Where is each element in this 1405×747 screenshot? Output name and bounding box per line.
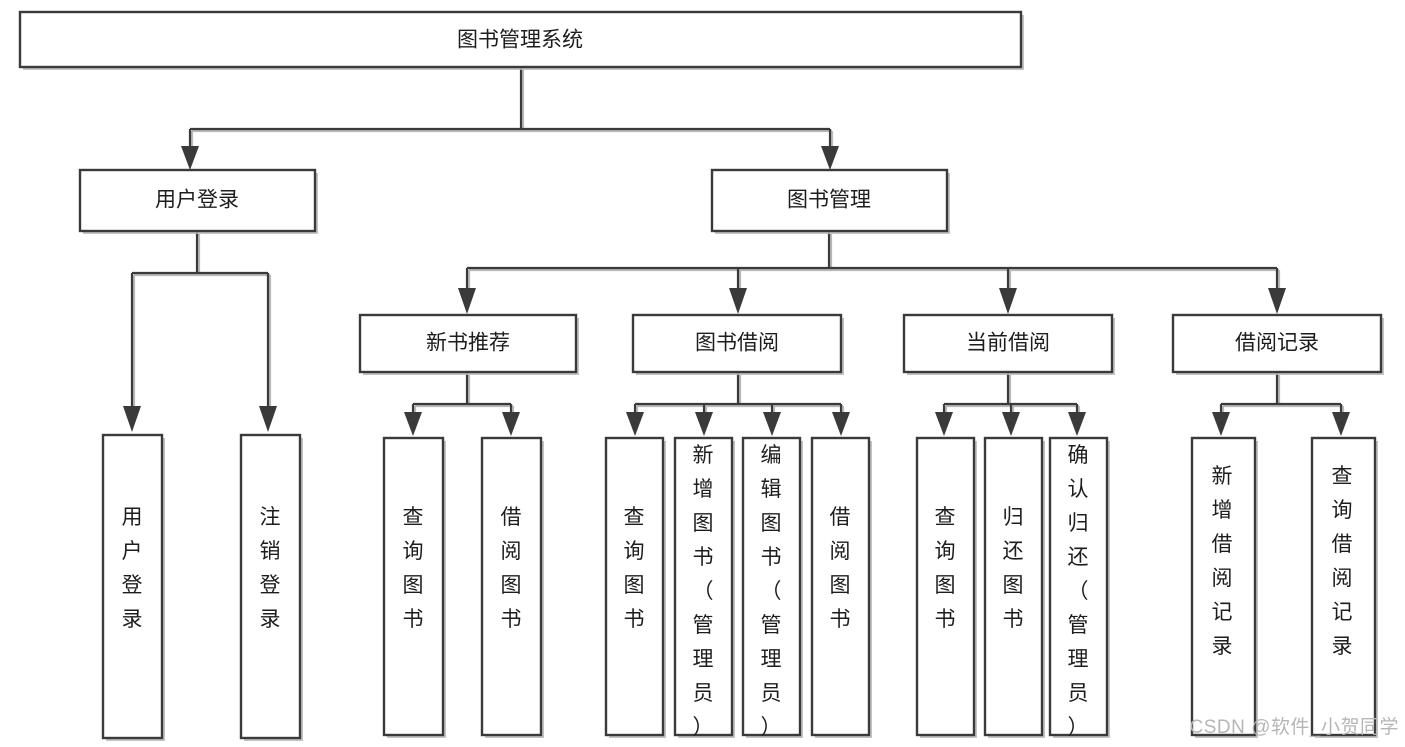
arrow-head-icon — [729, 288, 747, 314]
node-leaf-add-book-label: 新增图书（管理员） — [693, 444, 714, 739]
arrow-head-icon — [1002, 412, 1020, 436]
node-root-label: 图书管理系统 — [457, 29, 583, 52]
node-leaf-borrow-book-1-label: 借阅图书 — [501, 506, 522, 631]
arrow-head-icon — [458, 288, 476, 314]
node-book-manage[interactable]: 图书管理 — [710, 168, 950, 234]
connector-userlogin-to-leaves — [123, 232, 277, 432]
arrow-head-icon — [259, 406, 277, 432]
node-leaf-user-login-label: 用户登录 — [122, 506, 143, 631]
node-leaf-edit-book-label: 编辑图书（管理员） — [761, 444, 782, 739]
arrow-head-icon — [1268, 288, 1286, 314]
arrow-head-icon — [821, 146, 839, 170]
node-current-borrow-label: 当前借阅 — [966, 332, 1050, 355]
connector-layer — [123, 68, 1350, 436]
node-borrow-record-label: 借阅记录 — [1235, 332, 1319, 355]
csdn-watermark: CSDN @软件_小贺同学 — [1189, 717, 1399, 738]
node-leaf-borrow-book-2-label: 借阅图书 — [830, 506, 851, 631]
node-root[interactable]: 图书管理系统 — [18, 10, 1024, 70]
arrow-head-icon — [626, 412, 644, 436]
node-current-borrow[interactable]: 当前借阅 — [902, 313, 1115, 375]
node-leaf-return-book[interactable]: 归还图书 — [983, 436, 1045, 738]
node-leaf-query-book-1-label: 查询图书 — [403, 506, 424, 631]
node-leaf-borrow-book-2[interactable]: 借阅图书 — [810, 436, 872, 738]
node-leaf-confirm-return[interactable]: 确认归还（管理员） — [1048, 436, 1110, 739]
connector-shadow-layer — [132, 70, 1345, 427]
arrow-head-icon — [404, 412, 422, 436]
connector-bookborrow-to-leaves — [626, 373, 850, 436]
node-leaf-query-book-2[interactable]: 查询图书 — [604, 436, 666, 738]
node-leaf-query-record[interactable]: 查询借阅记录 — [1310, 436, 1378, 738]
connector-root-to-level2 — [181, 68, 839, 170]
node-leaf-user-logout[interactable]: 注销登录 — [239, 433, 303, 741]
node-leaf-return-book-label: 归还图书 — [1003, 506, 1024, 631]
node-leaf-query-book-3[interactable]: 查询图书 — [915, 436, 977, 738]
node-leaf-borrow-book-1[interactable]: 借阅图书 — [480, 436, 544, 738]
node-book-borrow[interactable]: 图书借阅 — [631, 313, 844, 375]
node-leaf-user-login[interactable]: 用户登录 — [101, 433, 165, 741]
arrow-head-icon — [1332, 412, 1350, 436]
arrow-head-icon — [1212, 412, 1230, 436]
node-leaf-query-book-1[interactable]: 查询图书 — [382, 436, 446, 738]
arrow-head-icon — [935, 412, 953, 436]
node-borrow-record[interactable]: 借阅记录 — [1171, 313, 1384, 375]
arrow-head-icon — [763, 412, 781, 436]
node-user-login[interactable]: 用户登录 — [78, 168, 318, 234]
node-leaf-user-logout-label: 注销登录 — [260, 506, 281, 631]
arrow-head-icon — [1068, 412, 1086, 436]
node-new-book-recommend-label: 新书推荐 — [426, 332, 510, 355]
node-leaf-add-record[interactable]: 新增借阅记录 — [1190, 436, 1258, 738]
node-leaf-query-record-label: 查询借阅记录 — [1332, 465, 1353, 658]
connector-borrowrecord-to-leaves — [1212, 373, 1350, 436]
node-leaf-confirm-return-label: 确认归还（管理员） — [1068, 444, 1089, 739]
arrow-head-icon — [999, 288, 1017, 314]
node-user-login-label: 用户登录 — [155, 189, 239, 212]
node-leaf-edit-book[interactable]: 编辑图书（管理员） — [741, 436, 803, 739]
connector-bookmanage-to-level3 — [458, 232, 1286, 314]
arrow-head-icon — [502, 412, 520, 436]
arrow-head-icon — [695, 412, 713, 436]
connector-currentborrow-to-leaves — [935, 373, 1086, 436]
node-leaf-add-record-label: 新增借阅记录 — [1212, 465, 1233, 658]
node-leaf-add-book[interactable]: 新增图书（管理员） — [673, 436, 735, 739]
node-leaf-query-book-3-label: 查询图书 — [935, 506, 956, 631]
node-book-borrow-label: 图书借阅 — [695, 332, 779, 355]
node-new-book-recommend[interactable]: 新书推荐 — [358, 313, 579, 375]
arrow-head-icon — [181, 146, 199, 170]
node-leaf-query-book-2-label: 查询图书 — [624, 506, 645, 631]
arrow-head-icon — [832, 412, 850, 436]
node-book-manage-label: 图书管理 — [787, 189, 871, 212]
arrow-head-icon — [123, 406, 141, 432]
connector-newbook-to-leaves — [404, 373, 520, 436]
